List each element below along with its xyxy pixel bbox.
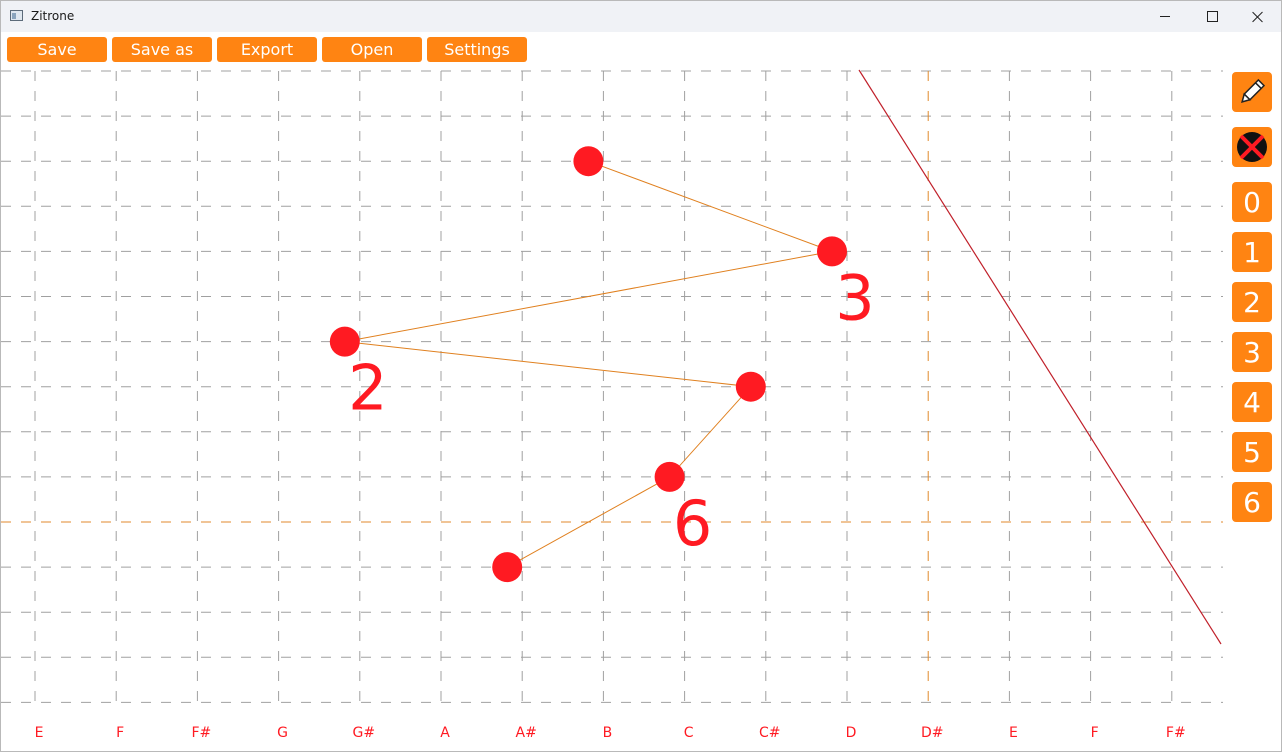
note-label: D: [846, 725, 857, 741]
note-label: F#: [1166, 725, 1186, 741]
note-label: B: [603, 725, 613, 741]
note-label: G#: [353, 725, 376, 741]
title-bar: Zitrone: [1, 1, 1281, 32]
number-button-6[interactable]: 6: [1232, 482, 1272, 522]
app-window-icon: [10, 10, 23, 21]
note-label: F#: [192, 725, 212, 741]
export-button[interactable]: Export: [217, 37, 317, 62]
note-label: D#: [921, 725, 944, 741]
settings-button[interactable]: Settings: [427, 37, 527, 62]
delete-marker-icon: [1237, 132, 1267, 162]
minimize-icon: [1160, 16, 1170, 17]
marker-label: 2: [348, 352, 387, 425]
eraser-tool-button[interactable]: [1232, 127, 1272, 167]
diagonal-line: [858, 69, 1222, 645]
window-title: Zitrone: [31, 9, 75, 23]
note-label: E: [35, 725, 44, 741]
number-button-5[interactable]: 5: [1232, 432, 1272, 472]
marker-label: 3: [835, 261, 874, 334]
number-button-2[interactable]: 2: [1232, 282, 1272, 322]
number-button-3[interactable]: 3: [1232, 332, 1272, 372]
note-marker[interactable]: [573, 146, 604, 177]
pencil-tool-button[interactable]: [1232, 72, 1272, 112]
note-label: G: [277, 725, 288, 741]
note-marker[interactable]: [735, 371, 766, 402]
fretboard-canvas[interactable]: 3 2 6E F F# G G# A A# B C C# D D# E F F#: [1, 1, 1231, 752]
note-label: C: [684, 725, 694, 741]
note-label: A#: [516, 725, 537, 741]
close-icon: [1252, 11, 1264, 23]
number-button-4[interactable]: 4: [1232, 382, 1272, 422]
note-label: E: [1009, 725, 1018, 741]
note-label: F: [116, 725, 124, 741]
number-button-0[interactable]: 0: [1232, 182, 1272, 222]
open-button[interactable]: Open: [322, 37, 422, 62]
note-label: A: [440, 725, 450, 741]
marker-label: 6: [673, 487, 712, 560]
maximize-button[interactable]: [1189, 1, 1235, 32]
note-marker[interactable]: [654, 461, 685, 492]
note-marker[interactable]: [817, 236, 847, 267]
pencil-icon: [1241, 78, 1266, 103]
marker-path-line: [344, 160, 834, 568]
minimize-button[interactable]: [1142, 1, 1188, 32]
note-label: F: [1091, 725, 1099, 741]
close-window-button[interactable]: [1235, 1, 1281, 32]
maximize-icon: [1206, 11, 1218, 22]
number-button-1[interactable]: 1: [1232, 232, 1272, 272]
save-button[interactable]: Save: [7, 37, 107, 62]
note-marker[interactable]: [329, 326, 360, 357]
note-label: C#: [759, 725, 781, 741]
note-marker[interactable]: [492, 552, 523, 583]
save-as-button[interactable]: Save as: [112, 37, 212, 62]
